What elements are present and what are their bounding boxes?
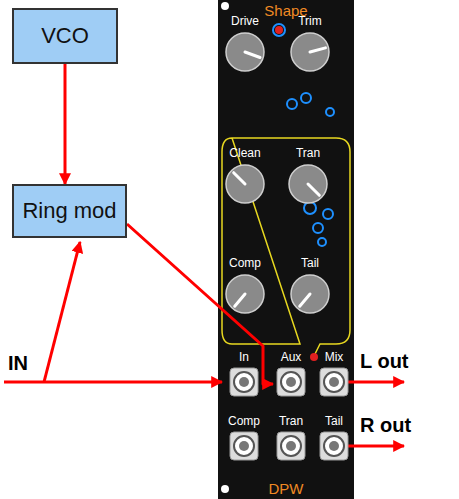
knob-label: Tran [281,146,335,160]
right-out-wire [348,445,404,448]
signal-wires [4,242,404,446]
knob-label: Comp [218,256,272,270]
jack-label: In [226,350,262,364]
module-panel: ShapeDPWDriveTrimCleanTranCompTailInAuxM… [218,0,354,499]
jack-socket: Mix [316,350,352,398]
knob-control: Tran [281,146,335,204]
input-wire [4,381,222,384]
jack-socket: Tran [273,414,309,462]
maker-name: DPW [218,480,354,497]
jack-label: Comp [226,414,262,428]
box-label: Ring mod [22,198,116,224]
module-box: Ring mod [12,184,127,238]
box-label: VCO [41,23,89,49]
jack-socket: Aux [273,350,309,398]
knob-label: Trim [283,14,337,28]
knob-control: Trim [283,14,337,72]
jack-socket: In [226,350,262,398]
jack-graphic [316,364,352,398]
jack-socket: Tail [316,414,352,462]
signal-connector [127,224,273,384]
jack-label: Aux [273,350,309,364]
jack-label: Tran [273,414,309,428]
module-box: VCO [12,8,118,64]
signal-label: L out [360,350,409,373]
jack-graphic [273,364,309,398]
knob-graphic [218,28,272,72]
knob-control: Clean [218,146,272,204]
jack-graphic [316,428,352,462]
knob-control: Comp [218,256,272,314]
jack-label: Tail [316,414,352,428]
signal-label: IN [8,352,28,375]
knob-label: Clean [218,146,272,160]
knob-label: Tail [283,256,337,270]
left-out-wire [348,381,404,384]
knob-graphic [281,160,335,204]
knob-graphic [283,28,337,72]
knob-graphic [218,160,272,204]
knob-graphic [283,270,337,314]
jack-graphic [273,428,309,462]
signal-connector [64,64,67,184]
jack-graphic [226,364,262,398]
jack-label: Mix [316,350,352,364]
jack-graphic [226,428,262,462]
knob-control: Tail [283,256,337,314]
knob-label: Drive [218,14,272,28]
input-branch-wire [44,242,80,382]
signal-label: R out [360,414,411,437]
jack-socket: Comp [226,414,262,462]
knob-control: Drive [218,14,272,72]
knob-graphic [218,270,272,314]
